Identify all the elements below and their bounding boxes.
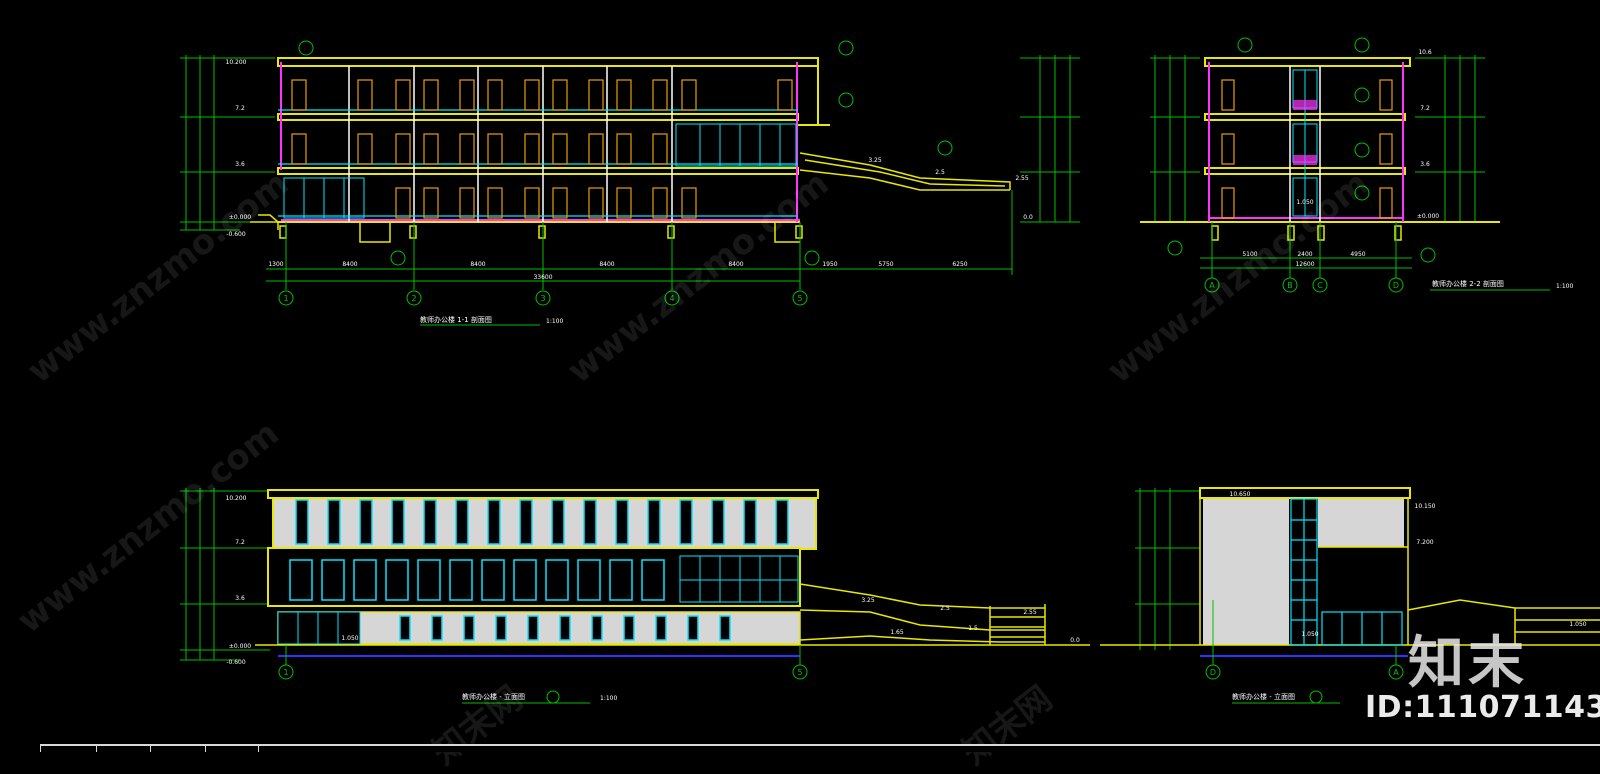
elevation-front-title: 教师办公楼 - 立面图 bbox=[462, 692, 525, 701]
dim-5: 8400 bbox=[728, 261, 743, 268]
status-tab-4[interactable] bbox=[205, 746, 206, 752]
elev-lvl-1: 3.6 bbox=[235, 595, 245, 602]
status-tab-1[interactable] bbox=[40, 746, 41, 752]
axis-5: 5 bbox=[797, 294, 802, 303]
side-lvl-top: 10.650 bbox=[1230, 491, 1251, 498]
lvl22-stair: 1.050 bbox=[1296, 199, 1313, 206]
watermark-id: ID:1110711436 bbox=[1365, 690, 1600, 725]
elev-ramp-e: 1.5 bbox=[968, 625, 978, 632]
elevation-side: D A 10.650 10.150 7.200 1.050 1.050 教师办公… bbox=[1100, 487, 1600, 704]
section-1-1-scale: 1:100 bbox=[546, 318, 563, 325]
lvl22-0: ±0.000 bbox=[1417, 213, 1439, 220]
elevation-side-title: 教师办公楼 - 立面图 bbox=[1232, 692, 1295, 701]
lvl-top: 10.200 bbox=[226, 59, 247, 66]
lvl-2: 7.2 bbox=[235, 105, 245, 112]
brand-logo: 知末 bbox=[1408, 631, 1528, 696]
section-2-2-title: 教师办公楼 2-2 剖面图 bbox=[1432, 279, 1504, 288]
dim-a: 5100 bbox=[1242, 251, 1257, 258]
ramp-a: 3.25 bbox=[868, 157, 882, 164]
dim-c: 4950 bbox=[1350, 251, 1365, 258]
side-lvl-2: 7.200 bbox=[1416, 539, 1433, 546]
side-lvl-ramp: 1.050 bbox=[1569, 621, 1586, 628]
axis-2: 2 bbox=[411, 294, 416, 303]
ramp-b: 2.5 bbox=[935, 169, 945, 176]
elev-ramp-d: 1.65 bbox=[890, 629, 904, 636]
axis-B: B bbox=[1287, 281, 1293, 290]
elev-ramp-a: 3.25 bbox=[861, 597, 875, 604]
dim-6: 1950 bbox=[822, 261, 837, 268]
elev-lvl-top: 10.200 bbox=[226, 495, 247, 502]
dim-8: 6250 bbox=[952, 261, 967, 268]
dim-4: 8400 bbox=[599, 261, 614, 268]
section-2-2-scale: 1:100 bbox=[1556, 283, 1573, 290]
lvl-ground: -0.600 bbox=[226, 231, 246, 238]
elev-right-lvl: 0.0 bbox=[1070, 637, 1080, 644]
elev-axis-5: 5 bbox=[797, 668, 802, 677]
elev-ramp-c: 2.55 bbox=[1023, 609, 1037, 616]
status-divider bbox=[40, 744, 1600, 746]
dim-2: 8400 bbox=[342, 261, 357, 268]
axis-D: D bbox=[1393, 281, 1399, 290]
ramp-c: 2.55 bbox=[1015, 175, 1029, 182]
elev-ramp-b: 2.5 bbox=[940, 605, 950, 612]
elev-axis-1: 1 bbox=[283, 668, 288, 677]
lvl-0: ±0.000 bbox=[229, 214, 251, 221]
axis-4: 4 bbox=[669, 294, 674, 303]
dim-7: 5750 bbox=[878, 261, 893, 268]
dim-3: 8400 bbox=[470, 261, 485, 268]
elev-lvl-ground: -0.600 bbox=[226, 659, 246, 666]
lvl-right-0: 0.0 bbox=[1023, 214, 1033, 221]
elevation-front-scale: 1:100 bbox=[600, 695, 617, 702]
side-axis-A: A bbox=[1393, 668, 1399, 677]
side-axis-D: D bbox=[1210, 668, 1216, 677]
elev-door-lvl: 1.050 bbox=[341, 635, 358, 642]
status-tab-2[interactable] bbox=[96, 746, 97, 752]
cad-drawing-canvas[interactable]: 1 2 3 4 5 1300 8400 8400 8400 8400 1950 … bbox=[0, 0, 1600, 752]
dim-b: 2400 bbox=[1297, 251, 1312, 258]
axis-A: A bbox=[1209, 281, 1215, 290]
elev-lvl-0: ±0.000 bbox=[229, 643, 251, 650]
dim-total-22: 12600 bbox=[1295, 261, 1314, 268]
lvl22-top: 10.6 bbox=[1418, 49, 1432, 56]
side-lvl-roof: 10.150 bbox=[1415, 503, 1436, 510]
section-1-1: 1 2 3 4 5 1300 8400 8400 8400 8400 1950 … bbox=[180, 40, 1080, 326]
axis-3: 3 bbox=[540, 294, 545, 303]
section-2-2: A B C D 5100 2400 4950 12600 10.6 7.2 3.… bbox=[1140, 37, 1573, 293]
lvl-1: 3.6 bbox=[235, 161, 245, 168]
dim-total: 33600 bbox=[533, 274, 552, 281]
axis-C: C bbox=[1317, 281, 1323, 290]
status-bar bbox=[0, 744, 1600, 752]
section-1-1-title: 教师办公楼 1-1 剖面图 bbox=[420, 315, 492, 324]
elevation-front: 1 5 10.200 7.2 3.6 ±0.000 -0.600 3.25 2.… bbox=[180, 488, 1090, 704]
lvl22-1: 3.6 bbox=[1420, 161, 1430, 168]
lvl22-2: 7.2 bbox=[1420, 105, 1430, 112]
side-lvl-door: 1.050 bbox=[1301, 631, 1318, 638]
status-tab-3[interactable] bbox=[150, 746, 151, 752]
elev-lvl-2: 7.2 bbox=[235, 539, 245, 546]
dim-1: 1300 bbox=[268, 261, 283, 268]
axis-1: 1 bbox=[283, 294, 288, 303]
status-tab-5[interactable] bbox=[258, 746, 259, 752]
